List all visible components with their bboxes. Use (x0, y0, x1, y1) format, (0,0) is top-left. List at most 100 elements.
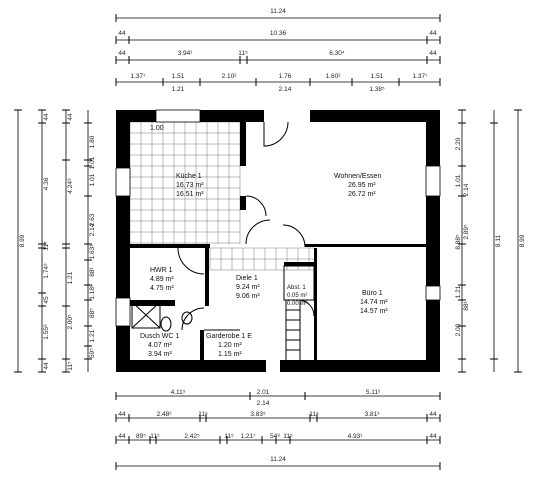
dim-bottom-r3-g: 44 (429, 411, 437, 418)
dim-left4-c: 88¹ (89, 266, 96, 276)
room-hwr-area1: 4.89 m² (150, 276, 174, 283)
room-buero-name: Büro 1 (362, 290, 383, 297)
dim-top-r3-d: 6.30⁴ (329, 50, 345, 57)
dim-bottom-r3-a: 44 (118, 411, 126, 418)
dim-top-total: 11.24 (270, 8, 286, 15)
dim-top-r3-a: 44 (118, 50, 126, 57)
dim-left4-g: 59⁵ (89, 348, 96, 358)
room-kueche-area1: 16.73 m² (176, 182, 204, 189)
dim-top-r2-a: 44 (118, 30, 126, 37)
dim-right-e: 8.88⁵ (455, 234, 462, 250)
dim-left3-c: 4.24⁸ (67, 178, 74, 194)
room-garderobe: Garderobe 1 E 1.20 m² 1.15 m² (206, 333, 252, 358)
room-labels: Küche 1 16.73 m² 16.51 m² Wohnen/Essen 2… (140, 125, 388, 358)
dim-left3-b: 1.80 (89, 135, 96, 148)
dim-bottom-r4-h: 11⁵ (283, 433, 293, 440)
dim-bottom-r4-c: 11⁵ (150, 433, 160, 440)
room-kueche-area2: 16.51 m² (176, 191, 204, 198)
walls (115, 109, 441, 372)
dim-bottom-r4-a: 44 (118, 433, 126, 440)
room-diele-area1: 9.24 m² (236, 284, 260, 291)
dim-left3-g: 1.21 (67, 271, 74, 284)
dim-left2-g: 44 (43, 362, 50, 370)
dim-bottom-r4-b: 89⁵ (136, 433, 146, 440)
dim-bottom-r3-b: 2.48² (157, 411, 173, 418)
dim-bottom-r1-a: 4.11⁵ (171, 389, 186, 396)
room-buero: Büro 1 14.74 m² 14.57 m² (360, 290, 388, 315)
dim-bottom-r4-d: 2.42⁵ (184, 433, 200, 440)
room-abst-name: Abst. 1 (287, 285, 306, 291)
dim-top-r4-f: 1.51 (371, 73, 384, 80)
dim-left2-b: 4.36 (43, 177, 50, 190)
dim-top-r4-c: 2.10² (222, 73, 238, 80)
window-kitchen-label: 1.00 (150, 125, 164, 132)
dim-bottom-r4-j: 44 (429, 433, 437, 440)
room-kueche-name: Küche 1 (176, 173, 202, 180)
dim-bottom-r4-g: 54⁸ (270, 433, 280, 440)
dim-right-c: 2.14 (463, 183, 470, 196)
dim-left2-e: 45 (43, 296, 50, 304)
room-hwr: HWR 1 4.89 m² 4.75 m² (150, 267, 174, 292)
dim-top-r5-a: 1.21 (172, 86, 185, 93)
bottom-dimensions: 4.11⁵ 2.01 5.11² 2.14 44 2.48² 11⁵ 3.83⁵… (115, 389, 441, 470)
dim-left3-a: 44 (67, 113, 74, 121)
dim-left4-b: 2.14 (89, 223, 96, 236)
dim-left3-e: 2.63 (89, 213, 96, 226)
dim-top-r2-b: 10.36 (270, 30, 287, 37)
dim-left2-d: 1.74⁸ (43, 263, 50, 279)
room-hwr-area2: 4.75 m² (150, 285, 174, 292)
dim-top-r3-b: 3.94¹ (178, 50, 194, 57)
dim-left3-i: 11⁵ (67, 361, 74, 371)
room-dusch-name: Dusch WC 1 (140, 333, 179, 340)
right-dimensions: 2.20 1.01 2.14 2.89⁵ 8.88⁵ 1.21 88¹ 2.00… (455, 109, 526, 373)
dim-top-r4-b: 1.51 (172, 73, 185, 80)
door-swings (131, 121, 315, 372)
dim-bottom-r2: 2.14 (257, 400, 270, 407)
dim-top-r2-c: 44 (429, 30, 437, 37)
dim-top-r4-g: 1.37⁷ (412, 73, 428, 80)
dim-bottom-r3-d: 3.83⁵ (250, 411, 266, 418)
dim-bottom-r4-f: 1.21⁷ (240, 433, 256, 440)
dim-left2-a: 44 (43, 113, 50, 121)
dim-left3-d: 1.01 (89, 156, 96, 169)
room-abst-area2: 0.00 m² (287, 301, 307, 307)
room-wohnen-name: Wohnen/Essen (334, 173, 381, 180)
room-garderobe-area1: 1.20 m² (218, 342, 242, 349)
dim-left4-f: 1.21 (89, 329, 96, 342)
room-diele-area2: 9.06 m² (236, 293, 260, 300)
room-hwr-name: HWR 1 (150, 267, 173, 274)
room-garderobe-area2: 1.15 m² (218, 351, 242, 358)
dim-bottom-r4-i: 4.93¹ (348, 433, 364, 440)
dim-right-mid: 8.11 (495, 235, 502, 248)
top-dimensions: 11.24 44 10.36 44 44 3.94¹ 11⁵ 6.30⁴ 44 … (115, 8, 441, 93)
room-diele-name: Diele 1 (236, 275, 258, 282)
room-dusch-area1: 4.07 m² (148, 342, 172, 349)
room-abst: Abst. 1 0.05 m² 0.00 m² (287, 285, 307, 307)
dim-top-r4-e: 1.60² (326, 73, 342, 80)
dim-right-g: 88¹ (463, 300, 470, 310)
dim-right-h: 2.00 (455, 323, 462, 336)
dim-left4-a: 1.01 (89, 173, 96, 186)
dim-right-b: 1.01 (455, 174, 462, 187)
dim-bottom-r3-f: 3.81³ (365, 411, 381, 418)
dim-top-r4-d: 1.76 (279, 73, 292, 80)
room-kueche: Küche 1 16.73 m² 16.51 m² (176, 173, 204, 198)
dim-left4-e: 88⁵ (89, 308, 96, 318)
room-dusch-area2: 3.94 m² (148, 351, 172, 358)
dim-left3-f: 1.63¹ (89, 244, 96, 260)
left-dimensions: 8.99 44 4.36 11⁵ 1.74⁸ 45 1.55⁸ 44 44 4.… (14, 109, 96, 373)
room-dusch-wc: Dusch WC 1 4.07 m² 3.94 m² (140, 333, 179, 358)
dim-right-f: 1.21 (455, 285, 462, 298)
dim-bottom-r3-c: 11⁵ (198, 411, 208, 418)
dim-right-a: 2.20 (455, 137, 462, 150)
room-wohnen-area2: 26.72 m² (348, 191, 376, 198)
room-abst-area1: 0.05 m² (287, 293, 307, 299)
dim-right-d: 2.89⁵ (463, 224, 470, 240)
room-buero-area1: 14.74 m² (360, 299, 388, 306)
room-wohnen-area1: 26.95 m² (348, 182, 376, 189)
dim-left2-c: 11⁵ (43, 241, 50, 251)
dim-bottom-r4-e: 11⁵ (224, 433, 234, 440)
dim-left4-d: 1.18⁸ (89, 284, 96, 300)
dim-bottom-r1-b: 2.01 (257, 389, 270, 396)
